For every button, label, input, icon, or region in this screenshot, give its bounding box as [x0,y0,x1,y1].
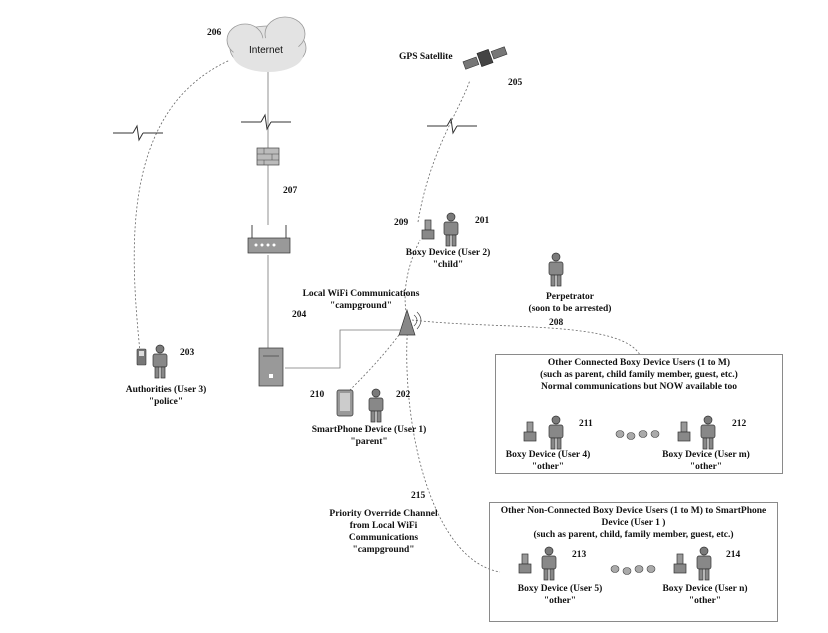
router-icon [247,225,291,254]
priority-label-line3: Communications [348,533,419,543]
user5-label-line2: "other" [543,596,577,606]
satellite-link [417,79,471,223]
userm-label-line1: Boxy Device (User m) [662,450,750,460]
cloud-icon [226,16,307,72]
wireless-link-icon [240,114,292,130]
authorities-label-line1: Authorities (User 3) [125,385,207,395]
ref-208: 208 [549,318,564,328]
wifi-label: Local WiFi Communications "campground" [296,288,426,312]
ref-204: 204 [292,310,307,320]
nonconnected-box-title: Other Non-Connected Boxy Device Users (1… [490,505,777,541]
authorities-label: Authorities (User 3) "police" [111,384,221,408]
nonconnected-users-box: Other Non-Connected Boxy Device Users (1… [489,502,778,622]
ref-206: 206 [207,28,222,38]
smartphone-link [349,321,409,391]
perpetrator-link [411,319,641,356]
ref-211: 211 [579,419,593,429]
priority-channel-label: Priority Override Channel from Local WiF… [321,508,446,556]
user5-label-line1: Boxy Device (User 5) [517,584,603,594]
priority-label-line2: from Local WiFi [349,521,418,531]
smartphone-icon [336,389,354,417]
ref-201: 201 [475,216,490,226]
user4-label-line1: Boxy Device (User 4) [505,450,591,460]
ref-212: 212 [732,419,747,429]
perpetrator-label-line1: Perpetrator [546,292,594,302]
server-icon [258,347,284,387]
ref-213: 213 [572,550,587,560]
police-phone-icon [136,348,147,366]
ellipsis-chain-icon [615,430,660,440]
ref-203: 203 [180,348,195,358]
nonconnected-title-line3: (such as parent, child, family member, g… [533,530,734,540]
priority-label-line1: Priority Override Channel [329,509,438,519]
perpetrator-label-line2: (soon to be arrested) [528,304,612,314]
ref-210: 210 [310,390,325,400]
nonconnected-user-b-label: Boxy Device (User n) "other" [650,583,760,607]
userm-label-line2: "other" [689,462,723,472]
priority-label-line4: "campground" [352,545,415,555]
child-label: Boxy Device (User 2) "child" [393,247,503,271]
police-user-icon [152,344,168,379]
ref-215: 215 [411,491,426,501]
wifi-label-line2: "campground" [329,301,393,311]
wifi-tower-icon [398,308,422,336]
satellite-icon [462,46,508,70]
internet-label: Internet [249,45,283,56]
usern-label-line2: "other" [688,596,722,606]
ref-202: 202 [396,390,411,400]
ref-214: 214 [726,550,741,560]
nonconnected-user-a-label: Boxy Device (User 5) "other" [510,583,610,607]
usern-label-line1: Boxy Device (User n) [662,584,748,594]
child-label-line2: "child" [432,260,464,270]
ref-205: 205 [508,78,523,88]
priority-channel-link [406,321,501,573]
connector-lines [133,59,641,573]
wired-lines [267,72,400,369]
satellite-label: GPS Satellite [399,52,453,62]
perpetrator-icon [548,252,564,287]
user4-label-line2: "other" [531,462,565,472]
nonconnected-title-line1: Other Non-Connected Boxy Device Users (1… [500,506,767,516]
perpetrator-label: Perpetrator (soon to be arrested) [520,291,620,315]
connected-box-title: Other Connected Boxy Device Users (1 to … [496,357,782,393]
wireless-link-icon [426,118,478,134]
child-label-line1: Boxy Device (User 2) [405,248,491,258]
authorities-link [133,59,231,353]
wifi-label-line1: Local WiFi Communications [302,289,420,299]
connected-users-box: Other Connected Boxy Device Users (1 to … [495,354,783,474]
child-boxy-device-icon [421,219,435,240]
smartphone-label-line1: SmartPhone Device (User 1) [311,425,427,435]
connected-title-line2: (such as parent, child family member, gu… [540,370,738,380]
ref-209: 209 [394,218,409,228]
connected-title-line3: Normal communications but NOW available … [541,382,737,392]
child-user-icon [443,212,459,247]
connected-user-a-label: Boxy Device (User 4) "other" [498,449,598,473]
smartphone-label-line2: "parent" [350,437,388,447]
connected-user-b-label: Boxy Device (User m) "other" [656,449,756,473]
ellipsis-chain-icon [610,565,656,575]
smartphone-label: SmartPhone Device (User 1) "parent" [304,424,434,448]
wireless-link-icon [112,125,164,141]
parent-user-icon [368,388,384,423]
authorities-label-line2: "police" [148,397,184,407]
nonconnected-title-line2: Device (User 1 ) [601,518,666,528]
firewall-icon [256,147,280,166]
connected-title-line1: Other Connected Boxy Device Users (1 to … [547,358,731,368]
ref-207: 207 [283,186,298,196]
